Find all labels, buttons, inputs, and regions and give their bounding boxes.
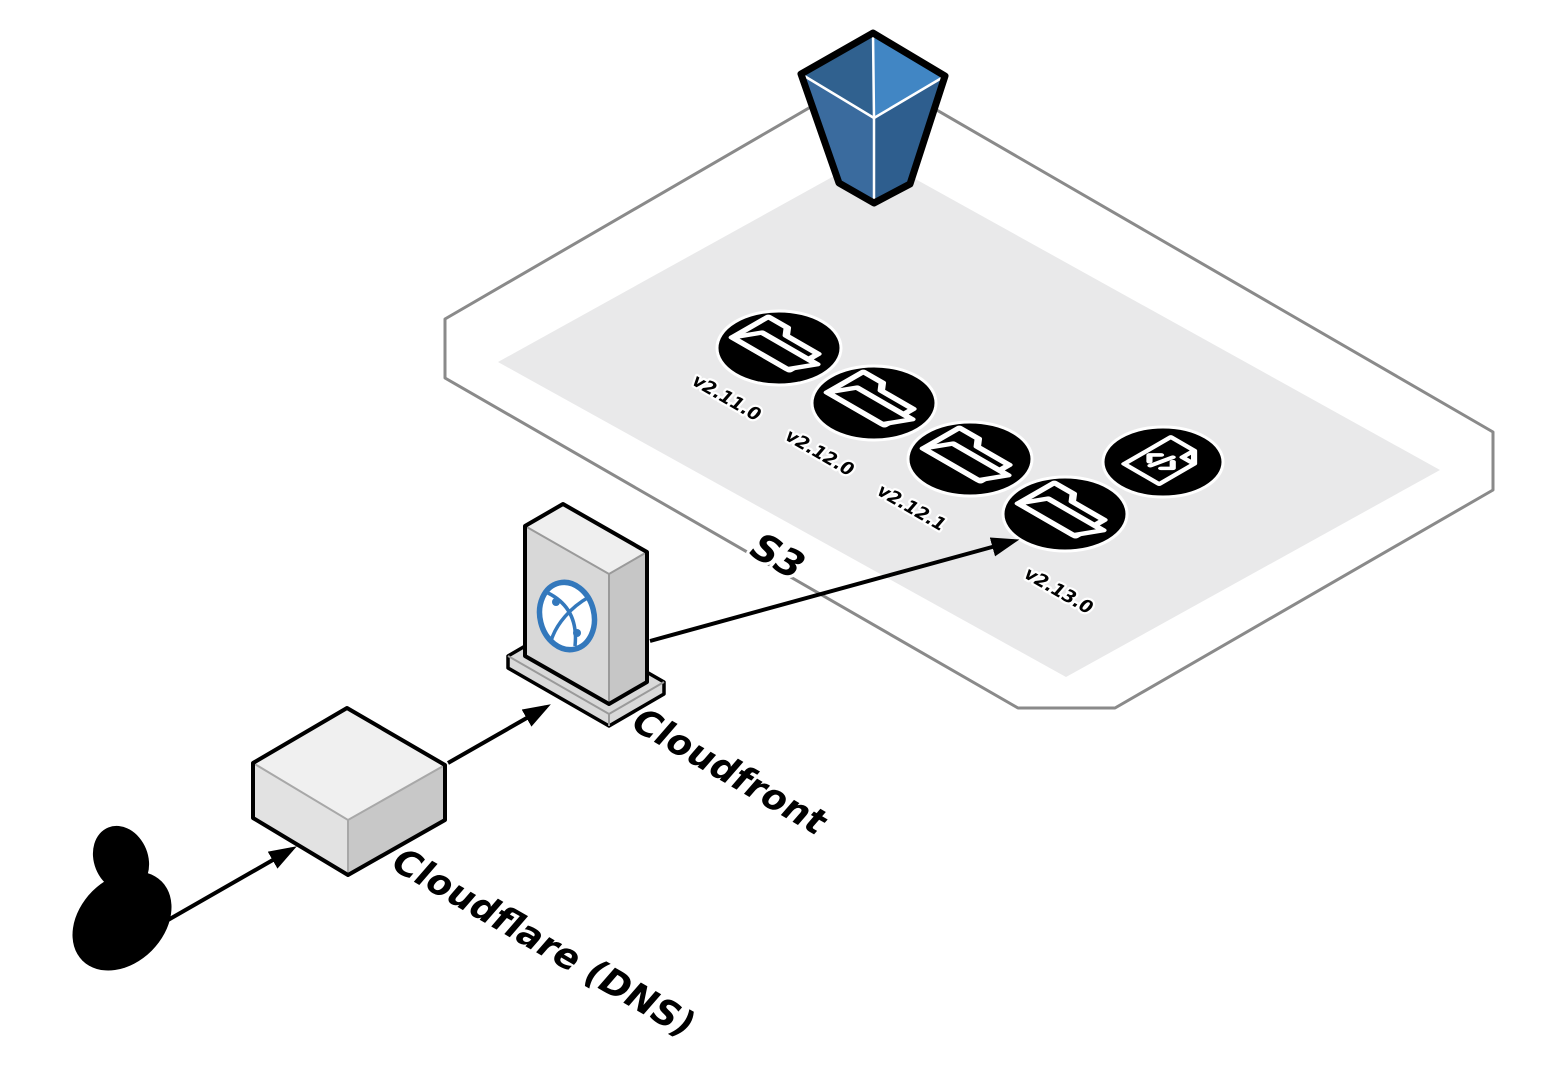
arrow-user-to-cloudflare <box>167 846 297 922</box>
person-icon-body <box>72 871 172 971</box>
bucket-seam-edge <box>871 32 876 203</box>
server-plinth-edges <box>507 655 665 726</box>
bucket-face-top-right <box>873 33 945 118</box>
arrow-cloudflare-to-cloudfront <box>447 704 551 765</box>
server-side-face <box>609 552 647 704</box>
edges <box>167 537 1020 922</box>
cloudflare-label: Cloudflare (DNS) <box>386 840 702 1046</box>
arrow-cloudfront-to-s3-folder <box>649 537 1020 643</box>
server-outline <box>523 502 649 706</box>
cloudflare-inner-edges <box>252 762 446 875</box>
cloudflare-node: Cloudflare (DNS) <box>251 706 704 1049</box>
s3-bucket-icon <box>797 29 949 207</box>
bucket-outline <box>797 29 949 207</box>
globe-network-icon <box>536 579 598 653</box>
code-file-node <box>1101 425 1225 499</box>
bucket-face-top-left <box>801 33 874 118</box>
cloudflare-outline <box>251 706 447 877</box>
s3-zone: S3 <box>443 70 1495 710</box>
server-inner-edges <box>524 525 648 704</box>
user-node <box>72 825 172 971</box>
cloudflare-front-face <box>253 763 348 875</box>
server-top-face <box>525 504 647 574</box>
s3-platform <box>498 155 1440 677</box>
bucket-face-body-left <box>801 74 874 203</box>
cloudflare-side-face <box>348 765 445 875</box>
cloudfront-label: Cloudfront <box>626 700 835 844</box>
